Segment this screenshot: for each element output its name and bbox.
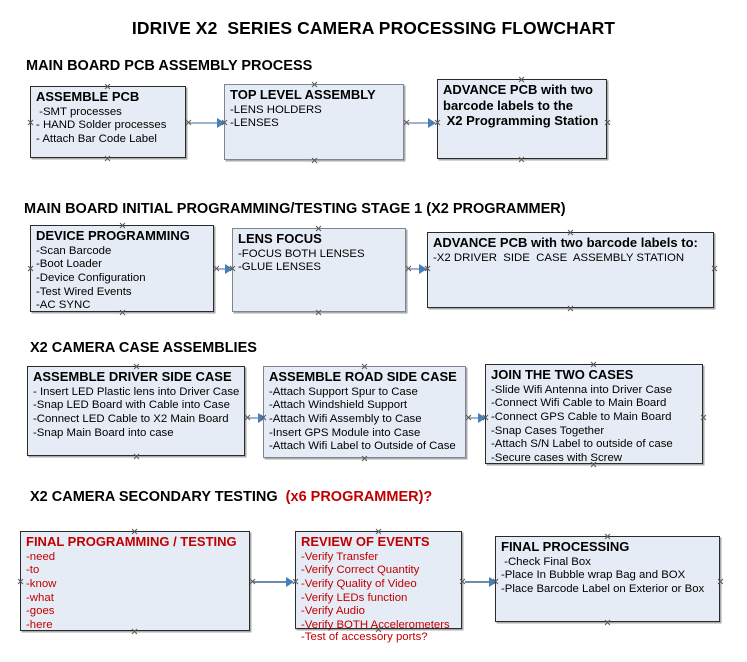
- connector-line: [248, 417, 263, 419]
- box-line: -what: [26, 591, 54, 604]
- box-line: -Attach Windshield Support: [269, 399, 408, 412]
- box-line: -Snap Cases Together: [491, 424, 605, 437]
- box-title: FINAL PROGRAMMING / TESTING: [26, 534, 237, 549]
- box-title: FINAL PROCESSING: [501, 539, 630, 554]
- box-title: TOP LEVEL ASSEMBLY: [230, 87, 376, 102]
- box-line: -Attach Wifi Assembly to Case: [269, 412, 422, 425]
- box-line: -Slide Wifi Antenna into Driver Case: [491, 383, 673, 396]
- connector-line: [465, 581, 495, 583]
- box-line: -Snap Main Board into case: [33, 426, 174, 439]
- box-final-programming-testing[interactable]: FINAL PROGRAMMING / TESTING -need -to -k…: [20, 531, 250, 631]
- box-title-line2: barcode labels to the: [443, 97, 574, 113]
- box-line: -AC SYNC: [36, 299, 91, 312]
- box-final-processing[interactable]: FINAL PROCESSING -Check Final Box -Place…: [495, 536, 720, 622]
- section-heading-3: X2 CAMERA CASE ASSEMBLIES: [30, 340, 257, 356]
- box-line: -Place Barcode Label on Exterior or Box: [501, 582, 705, 595]
- box-join-the-two-cases[interactable]: JOIN THE TWO CASES -Slide Wifi Antenna i…: [485, 364, 703, 464]
- section-heading-4-accent: (x6 PROGRAMMER)?: [285, 489, 433, 505]
- arrow-icon: [258, 413, 266, 423]
- box-line: -Attach Wifi Label to Outside of Case: [269, 440, 456, 453]
- box-advance-pcb-programming-station[interactable]: ADVANCE PCB with two barcode labels to t…: [437, 79, 607, 159]
- arrow-icon: [419, 264, 427, 274]
- box-assemble-road-side-case[interactable]: ASSEMBLE ROAD SIDE CASE -Attach Support …: [263, 366, 466, 458]
- box-line: -Verify Audio: [301, 605, 365, 618]
- box-line: -Boot Loader: [36, 258, 102, 271]
- section-heading-4-text: X2 CAMERA SECONDARY TESTING: [30, 489, 286, 505]
- box-line: -Verify BOTH Accelerometers: [301, 618, 450, 631]
- connector-line: [469, 417, 483, 419]
- section-heading-1: MAIN BOARD PCB ASSEMBLY PROCESS: [26, 58, 313, 74]
- box-line: -to: [26, 564, 40, 577]
- box-line: -Verify Correct Quantity: [301, 564, 420, 577]
- arrow-icon: [489, 577, 497, 587]
- box-line: -Place In Bubble wrap Bag and BOX: [501, 569, 686, 582]
- box-line: -X2 DRIVER SIDE CASE ASSEMBLY STATION: [433, 251, 685, 264]
- connector-line: [217, 268, 230, 270]
- box-line: -Insert GPS Module into Case: [269, 426, 421, 439]
- box-advance-pcb-driver-side[interactable]: ADVANCE PCB with two barcode labels to: …: [427, 232, 714, 308]
- arrow-icon: [225, 264, 233, 274]
- box-line: - Insert LED Plastic lens into Driver Ca…: [33, 385, 240, 398]
- box-line: -Connect GPS Cable to Main Board: [491, 410, 672, 423]
- box-line: -goes: [26, 605, 55, 618]
- box-title: ASSEMBLE ROAD SIDE CASE: [269, 369, 457, 384]
- box-device-programming[interactable]: DEVICE PROGRAMMING -Scan Barcode -Boot L…: [30, 225, 214, 312]
- arrow-icon: [217, 118, 225, 128]
- box-line: -LENSES: [230, 117, 279, 130]
- box-line: -Verify Transfer: [301, 550, 379, 563]
- box-lens-focus[interactable]: LENS FOCUS -FOCUS BOTH LENSES -GLUE LENS…: [232, 228, 406, 312]
- box-line: -Test Wired Events: [36, 285, 132, 298]
- box-title: ADVANCE PCB with two: [443, 82, 593, 97]
- box-line: - HAND Solder processes: [36, 119, 167, 132]
- box-line: -Device Configuration: [36, 271, 146, 284]
- box-line: -Verify Quality of Video: [301, 577, 417, 590]
- connector-line: [409, 268, 425, 270]
- box-line: -Verify LEDs function: [301, 591, 408, 604]
- box-line: -Attach Support Spur to Case: [269, 385, 418, 398]
- connector-line: [189, 122, 222, 124]
- box-review-of-events[interactable]: REVIEW OF EVENTS -Verify Transfer -Verif…: [295, 531, 462, 643]
- connector-line: [407, 122, 432, 124]
- box-line: -need: [26, 550, 56, 563]
- box-title: JOIN THE TWO CASES: [491, 367, 634, 382]
- box-line: -Scan Barcode: [36, 244, 112, 257]
- arrow-icon: [478, 413, 486, 423]
- box-assemble-pcb[interactable]: ASSEMBLE PCB -SMT processes - HAND Solde…: [30, 86, 186, 158]
- box-line: -Connect Wifi Cable to Main Board: [491, 397, 667, 410]
- box-line: -Check Final Box: [501, 555, 591, 568]
- section-heading-4: X2 CAMERA SECONDARY TESTING (x6 PROGRAMM…: [30, 489, 432, 505]
- box-title: ASSEMBLE DRIVER SIDE CASE: [33, 369, 232, 384]
- box-line: -LENS HOLDERS: [230, 103, 322, 116]
- arrow-icon: [428, 118, 436, 128]
- box-title: LENS FOCUS: [238, 231, 322, 246]
- section-heading-2: MAIN BOARD INITIAL PROGRAMMING/TESTING S…: [24, 201, 566, 217]
- page-title: IDRIVE X2 SERIES CAMERA PROCESSING FLOWC…: [131, 18, 616, 38]
- box-line: -Secure cases with Screw: [491, 451, 623, 464]
- box-title: DEVICE PROGRAMMING: [36, 228, 190, 243]
- box-overflow-line: -Test of accessory ports?: [301, 631, 428, 643]
- box-line: -GLUE LENSES: [238, 261, 321, 274]
- box-line: -here: [26, 618, 53, 631]
- box-line: -Attach S/N Label to outside of case: [491, 438, 673, 451]
- box-top-level-assembly[interactable]: TOP LEVEL ASSEMBLY -LENS HOLDERS -LENSES: [224, 84, 404, 160]
- box-title-line3: X2 Programming Station: [443, 113, 599, 129]
- box-line: -know: [26, 577, 57, 590]
- box-title: ADVANCE PCB with two barcode labels to:: [433, 235, 698, 250]
- box-line: - Attach Bar Code Label: [36, 132, 157, 145]
- box-title: REVIEW OF EVENTS: [301, 534, 430, 549]
- box-title: ASSEMBLE PCB: [36, 89, 140, 104]
- arrow-icon: [286, 577, 294, 587]
- box-line: -Connect LED Cable to X2 Main Board: [33, 412, 229, 425]
- box-line: -SMT processes: [36, 105, 122, 118]
- box-line: -Snap LED Board with Cable into Case: [33, 399, 230, 412]
- box-line: -FOCUS BOTH LENSES: [238, 247, 365, 260]
- connector-line: [253, 581, 292, 583]
- box-assemble-driver-side-case[interactable]: ASSEMBLE DRIVER SIDE CASE - Insert LED P…: [27, 366, 245, 456]
